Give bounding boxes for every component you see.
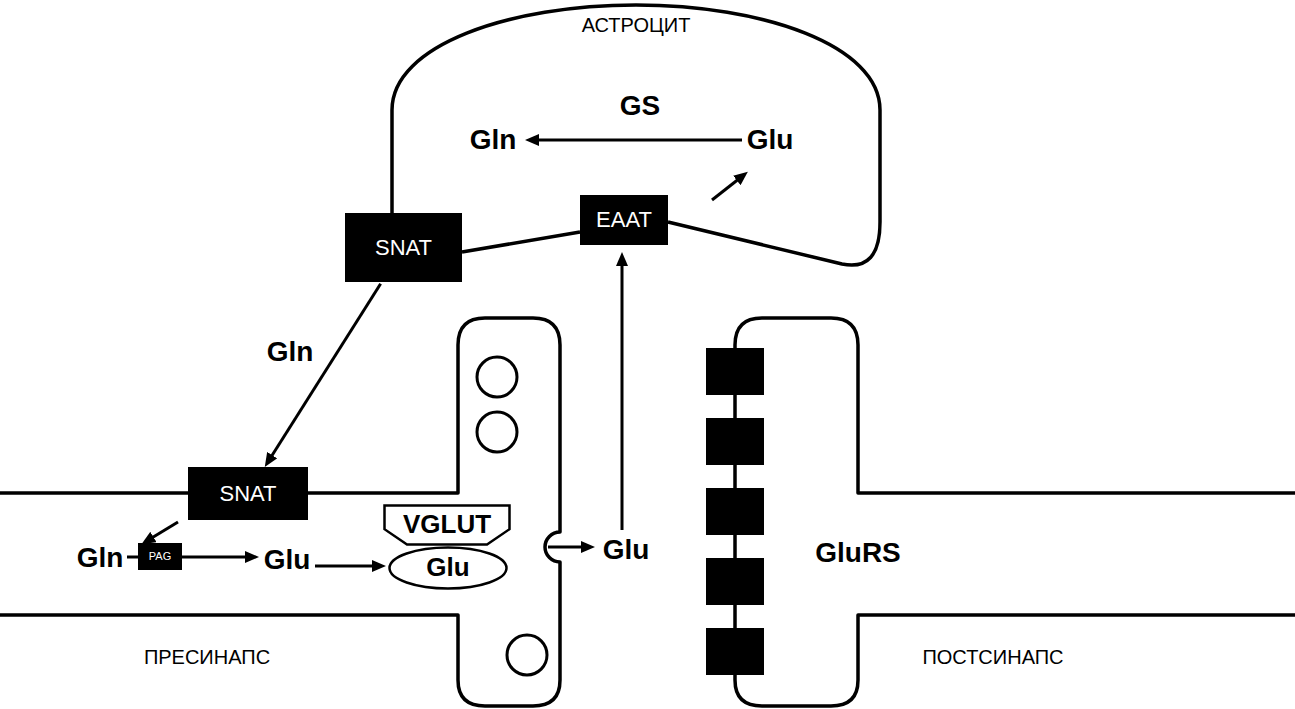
- astrocyte-region: АСТРОЦИТ SNAT EAAT: [340, 0, 885, 290]
- transporter-outline: [385, 506, 510, 545]
- transporter-name: VGLUT: [403, 510, 491, 540]
- vesicle-circle: [477, 357, 517, 397]
- vesicular-transporter: VGLUT: [383, 504, 511, 546]
- membrane-outline: [392, 5, 880, 265]
- molecule-label: Glu: [603, 534, 650, 566]
- synaptic-vesicle: Glu: [388, 546, 508, 590]
- molecule-label: Glu: [747, 124, 794, 156]
- compartment-label: ПОСТСИНАПС: [922, 646, 1063, 669]
- molecule-label: GluRS: [815, 537, 901, 569]
- molecule-label: Glu: [426, 553, 469, 583]
- membrane-outline: [0, 318, 560, 706]
- uptake-arrow: [712, 178, 740, 200]
- enzyme-box: PAG: [138, 543, 182, 570]
- molecule-label: GS: [620, 90, 660, 122]
- transporter-name: EAAT: [596, 207, 652, 232]
- transporter-name: SNAT: [219, 481, 276, 506]
- loading-arrow: [315, 565, 376, 568]
- molecule-label: Gln: [267, 336, 314, 368]
- vesicle-circle: [507, 635, 547, 675]
- transporter-name: SNAT: [375, 235, 432, 260]
- transporter-box: SNAT: [345, 213, 462, 282]
- molecule-label: Gln: [77, 542, 124, 574]
- postsynapse-region: ПОСТСИНАПС: [700, 318, 1295, 709]
- release-arrow: [548, 546, 585, 549]
- enzyme-name: PAG: [149, 550, 171, 563]
- reaction-arrow: [182, 556, 249, 559]
- transporter-box: SNAT: [188, 467, 308, 520]
- vesicle-circle: [477, 412, 517, 452]
- vesicle-outline: [390, 548, 507, 589]
- membrane-outline: [735, 318, 1295, 706]
- molecule-label: Glu: [264, 544, 311, 576]
- molecule-label: Gln: [470, 124, 517, 156]
- uptake-arrow: [621, 262, 624, 530]
- reaction-arrow: [535, 139, 742, 142]
- compartment-label: АСТРОЦИТ: [582, 14, 691, 37]
- transporter-box: EAAT: [580, 195, 668, 245]
- transport-arrow: [270, 284, 381, 459]
- transport-arrow: [150, 522, 178, 539]
- compartment-label: ПРЕСИНАПС: [144, 646, 270, 669]
- presynapse-region: ПРЕСИНАПС SNAT PAG VGLUT Glu: [0, 318, 562, 709]
